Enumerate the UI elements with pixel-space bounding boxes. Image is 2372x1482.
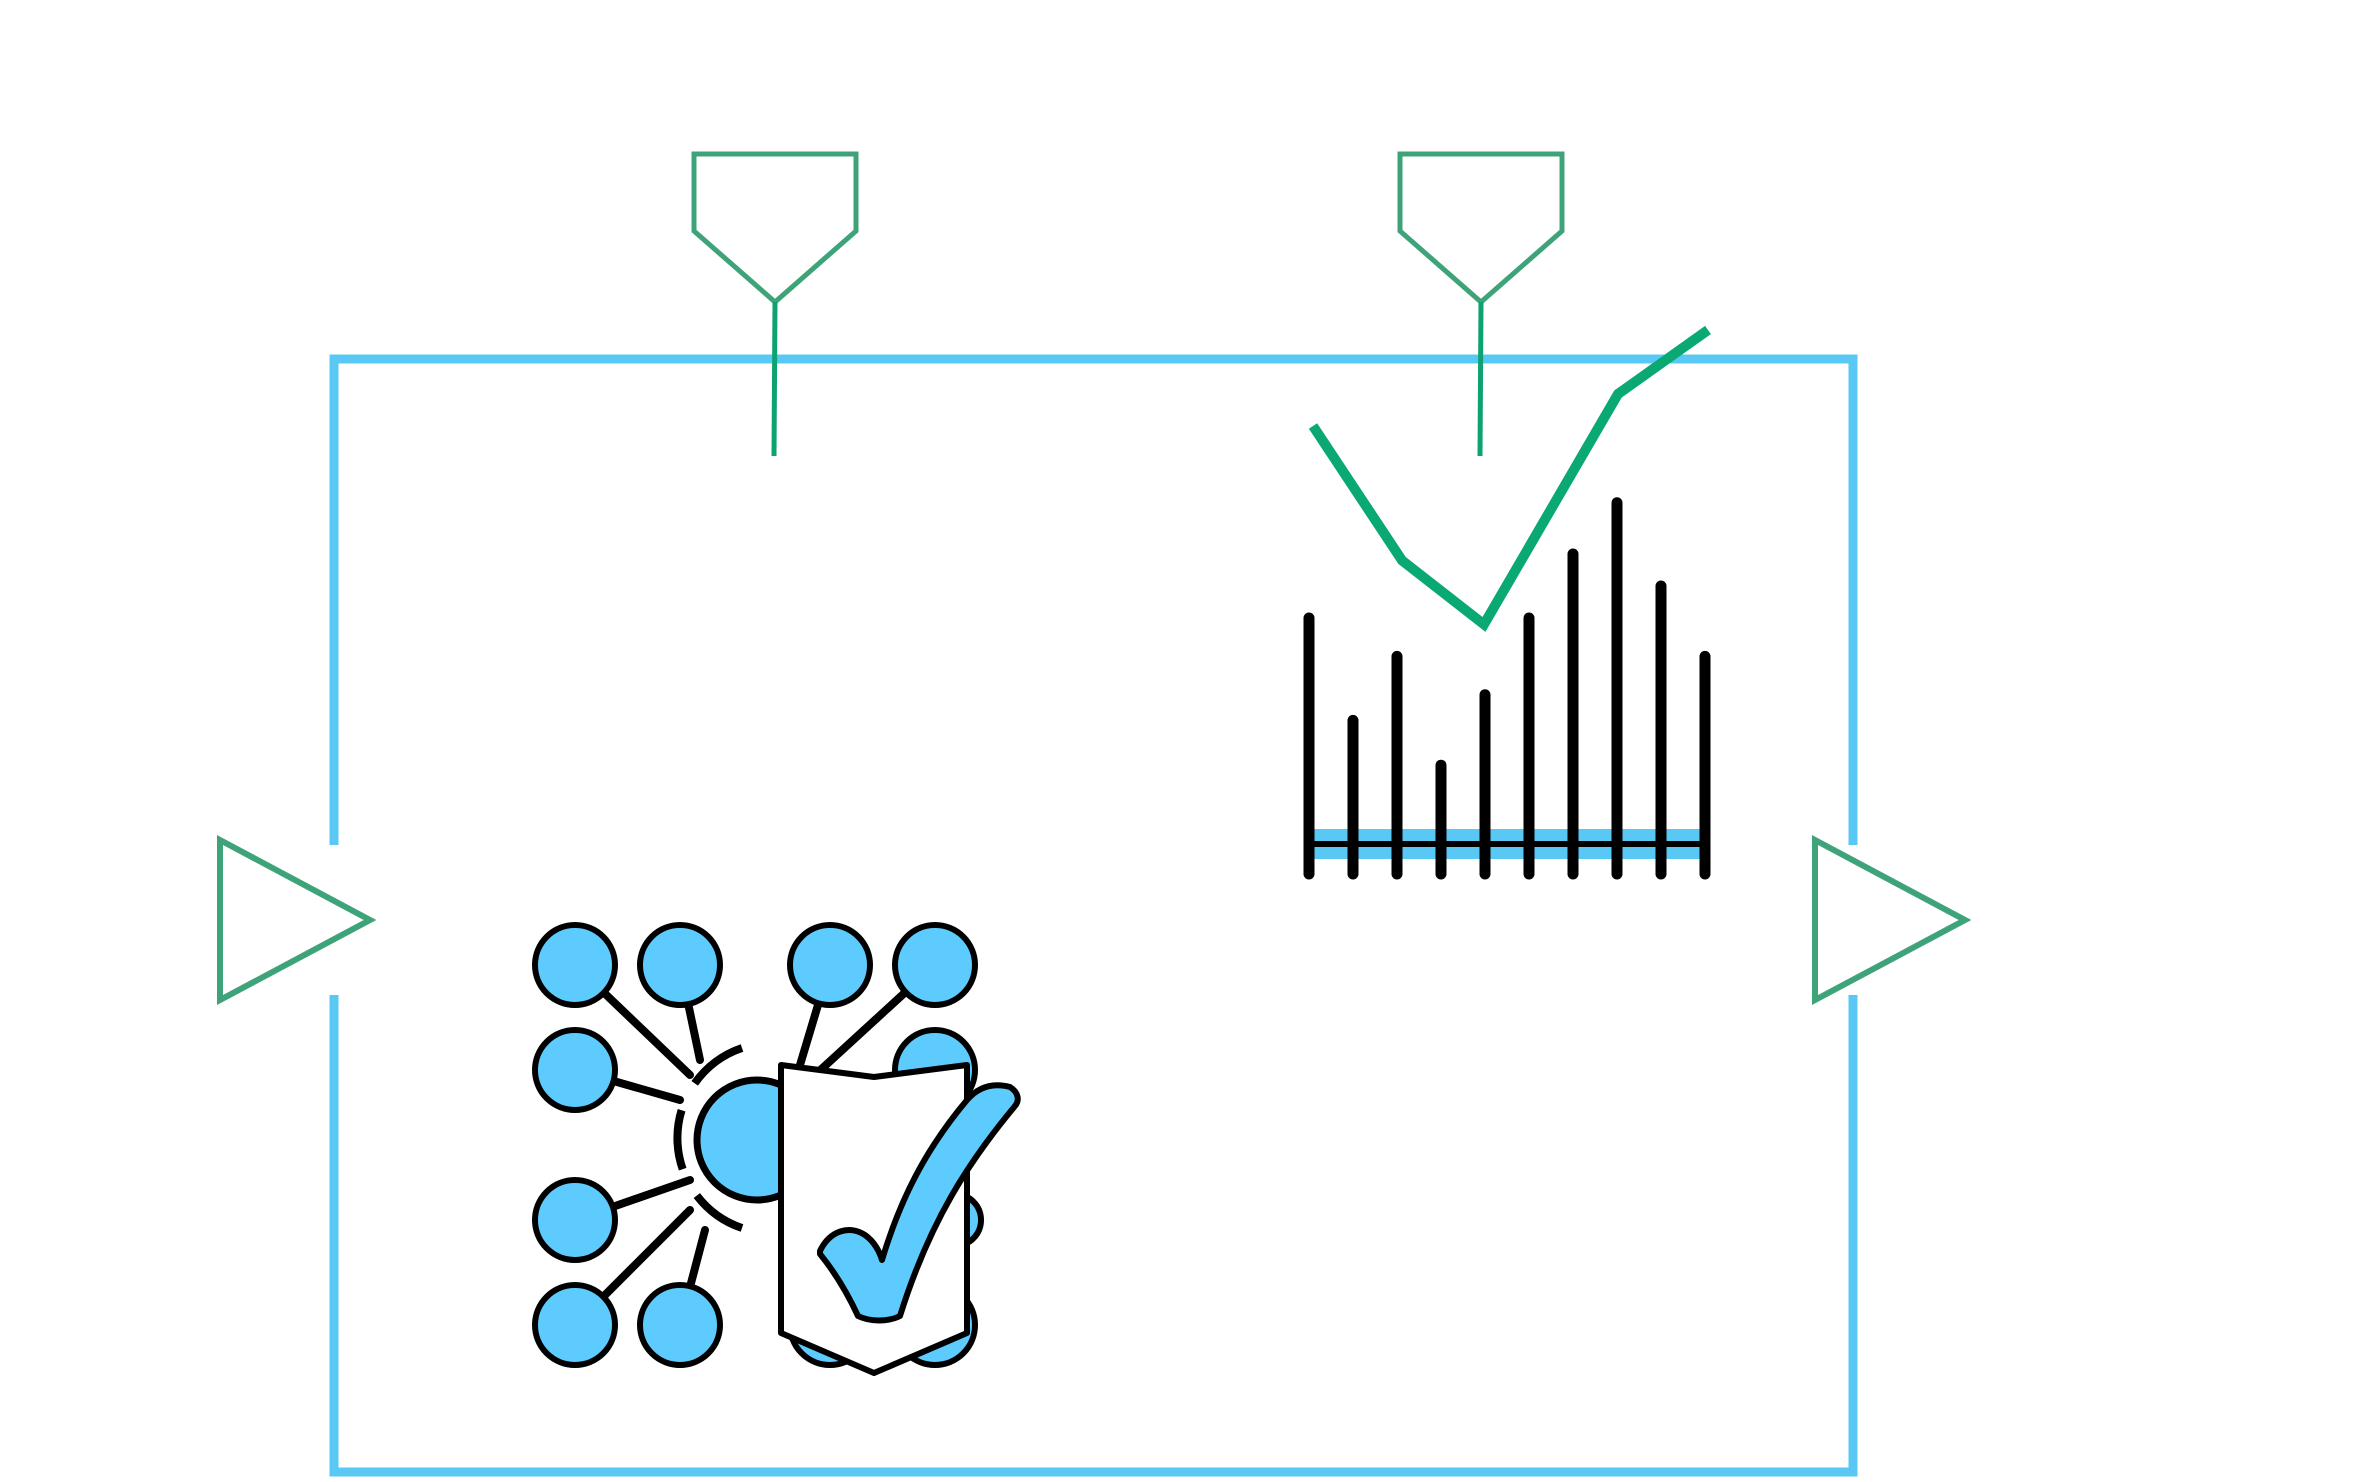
network-shield-check-icon <box>532 922 1021 1376</box>
input-port-triangle[interactable] <box>217 835 377 1005</box>
bar-chart-trend-icon <box>1303 325 1711 880</box>
parameter-port-2[interactable] <box>1397 151 1565 457</box>
port-pentagon-shape <box>1397 151 1565 306</box>
parameter-port-1[interactable] <box>691 151 859 457</box>
port-pentagon-shape <box>691 151 859 306</box>
port-connector-line <box>1477 301 1484 457</box>
shield-icon <box>778 1062 970 1376</box>
output-port-triangle[interactable] <box>1812 835 1972 1005</box>
block-frame <box>329 354 1858 1477</box>
chart-trend-line <box>1308 325 1711 632</box>
checkmark-icon <box>817 1082 1021 1324</box>
port-connector-line <box>771 301 778 457</box>
